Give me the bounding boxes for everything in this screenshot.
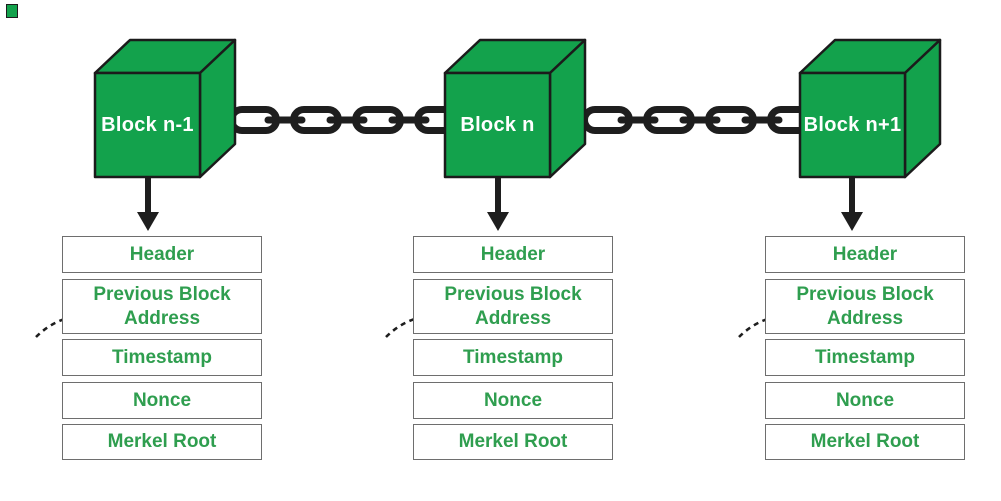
field-box-previous-block-address: Previous Block Address (62, 279, 262, 334)
field-box-header: Header (62, 236, 262, 273)
field-box-previous-block-address: Previous Block Address (765, 279, 965, 334)
block-label: Block n+1 (803, 113, 902, 136)
chain-link-icon (581, 106, 819, 134)
chain-link-icon (228, 106, 466, 134)
field-box-merkel-root: Merkel Root (62, 424, 262, 460)
field-box-nonce: Nonce (765, 382, 965, 419)
field-box-merkel-root: Merkel Root (765, 424, 965, 460)
field-box-header: Header (413, 236, 613, 273)
block-cube-icon (443, 38, 587, 179)
field-box-timestamp: Timestamp (765, 339, 965, 376)
field-box-nonce: Nonce (413, 382, 613, 419)
field-box-timestamp: Timestamp (413, 339, 613, 376)
field-box-nonce: Nonce (62, 382, 262, 419)
field-box-merkel-root: Merkel Root (413, 424, 613, 460)
down-arrow-icon (137, 178, 159, 231)
block-cube-icon (93, 38, 237, 179)
field-box-timestamp: Timestamp (62, 339, 262, 376)
block-cube-icon (798, 38, 942, 179)
down-arrow-icon (841, 178, 863, 231)
block-label: Block n-1 (101, 113, 194, 136)
block-label: Block n (460, 113, 535, 136)
down-arrow-icon (487, 178, 509, 231)
field-box-header: Header (765, 236, 965, 273)
field-box-previous-block-address: Previous Block Address (413, 279, 613, 334)
corner-green-square (6, 4, 18, 18)
